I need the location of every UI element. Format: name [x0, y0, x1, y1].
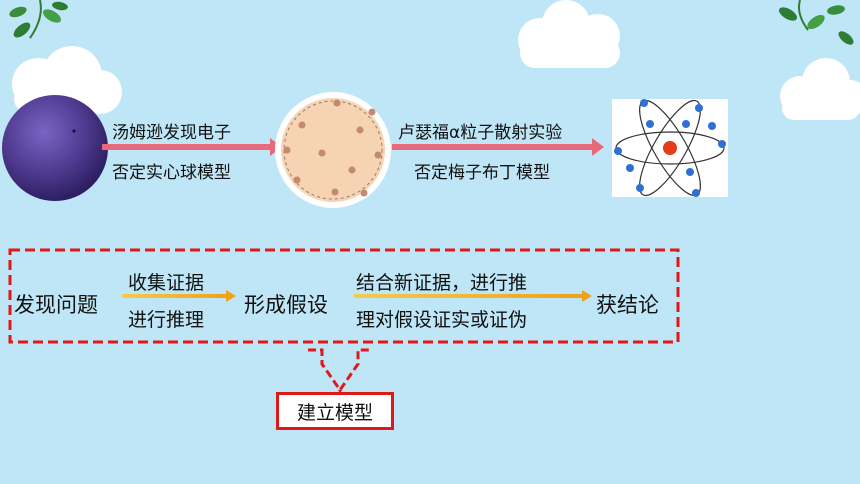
atom-models-row — [2, 92, 728, 208]
arrow1-label-top: 汤姆逊发现电子 — [112, 123, 231, 143]
step-discover-problem: 发现问题 — [14, 293, 98, 317]
leaf-sprig-icon — [9, 0, 68, 39]
arrow1-label-bottom: 否定实心球模型 — [112, 163, 231, 183]
build-model-box: 建立模型 — [276, 392, 394, 430]
process-arrow2-top: 结合新证据，进行推 — [356, 272, 528, 294]
build-model-label: 建立模型 — [296, 401, 373, 424]
leaf-sprig-icon — [778, 0, 854, 45]
process-arrow1-top: 收集证据 — [128, 272, 205, 294]
process-arrow1-bottom: 进行推理 — [128, 309, 205, 331]
process-arrow2-bottom: 理对假设证实或证伪 — [356, 309, 528, 331]
arrow-icon — [392, 138, 604, 156]
cloud-icon — [780, 58, 860, 120]
arrow-icon — [122, 290, 236, 302]
plum-pudding-model — [275, 92, 391, 208]
cloud-icon — [518, 0, 620, 68]
arrow-icon — [354, 290, 592, 302]
process-frame — [8, 248, 680, 344]
process-diagram — [8, 248, 680, 393]
arrow2-label-bottom: 否定梅子布丁模型 — [414, 163, 550, 183]
arrow2-label-top: 卢瑟福α粒子散射实验 — [398, 123, 563, 143]
step-form-hypothesis: 形成假设 — [244, 293, 328, 317]
connector-arrow-icon — [308, 348, 372, 393]
step-conclusion: 获结论 — [596, 293, 659, 317]
nuclear-atom-model — [612, 99, 728, 197]
solid-sphere-model — [2, 95, 108, 201]
